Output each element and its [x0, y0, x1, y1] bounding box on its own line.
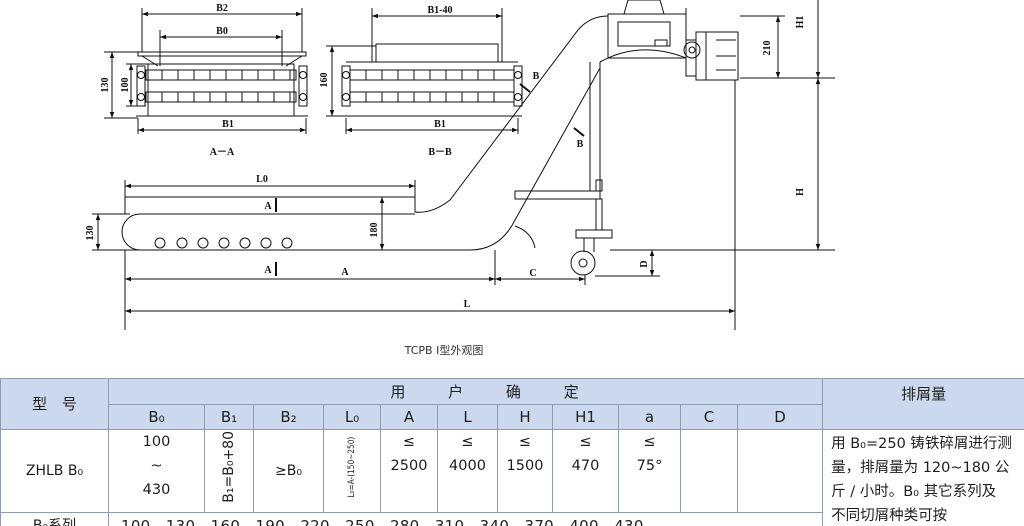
h1-limit-cell: ≤ 470: [552, 428, 619, 514]
section-bb-view: [326, 8, 523, 134]
aa-section-title: A－A: [210, 147, 235, 158]
capacity-note-cell: 用 B₀=250 铸铁碎屑进行测 量，排屑量为 120~180 公 斤 / 小时…: [822, 428, 1024, 526]
h-limit-cell: ≤ 1500: [497, 428, 553, 514]
col-header-h1: H1: [552, 404, 619, 430]
col-header-b1: B₁: [204, 404, 254, 430]
header-user-defined-text: 用 户 确 定: [390, 382, 579, 401]
b0-min: 100: [142, 434, 171, 450]
l-limit-value: 4000: [449, 458, 486, 474]
cut-b-lower-label: B: [577, 139, 584, 150]
bb-section-title: B－B: [428, 147, 452, 158]
series-label: B₀系列: [0, 512, 109, 526]
h1-limit-value: 470: [571, 458, 600, 474]
b1-formula: B₁=B₀+80: [221, 431, 237, 503]
capacity-note-line: 不同切屑种类可按: [831, 508, 948, 524]
header-capacity: 排屑量: [822, 378, 1024, 430]
b0-range-cell: 100 ~ 430: [108, 428, 205, 514]
b0-max: 430: [142, 482, 171, 498]
a-limit-sign: ≤: [402, 434, 416, 450]
capacity-note-line: 斤 / 小时。B₀ 其它系列及: [831, 484, 997, 500]
angle-limit-value: 75°: [636, 458, 663, 474]
h1-dim-label: H1: [795, 16, 806, 29]
c-value-cell: [680, 428, 738, 514]
col-header-b0: B₀: [108, 404, 205, 430]
h1-limit-sign: ≤: [579, 434, 592, 450]
drawing-caption: TCPB Ⅰ型外观图: [404, 343, 484, 357]
l-dim-label: L: [464, 299, 471, 310]
bb-b1-label: B1: [434, 119, 446, 130]
header-model-text: 型 号: [32, 395, 77, 413]
h-dim-label: H: [795, 188, 806, 196]
b1-formula-cell: B₁=B₀+80: [204, 428, 254, 514]
l0-formula: L₀=A-(150~250): [346, 436, 357, 498]
col-header-a: A: [380, 404, 438, 430]
l-limit-sign: ≤: [461, 434, 474, 450]
a-dim-label: A: [341, 267, 349, 278]
d-value-cell: [736, 428, 824, 514]
bb-160-label: 160: [319, 73, 330, 88]
aa-130-label: 130: [100, 78, 111, 93]
capacity-note-line: 量，排屑量为 120~180 公: [831, 460, 1010, 476]
b0-tilde: ~: [150, 458, 163, 474]
aa-100-label: 100: [120, 78, 131, 93]
capacity-note-line: 用 B₀=250 铸铁碎屑进行测: [831, 436, 1012, 452]
col-header-b2: B₂: [253, 404, 324, 430]
col-header-l: L: [437, 404, 498, 430]
col-header-d: D: [736, 404, 824, 430]
c-dim-label: C: [529, 268, 536, 279]
angle-limit-cell: ≤ 75°: [618, 428, 681, 514]
l0-label: L0: [256, 174, 268, 185]
d-dim-label: D: [639, 260, 650, 267]
header-model: 型 号: [0, 378, 109, 430]
conveyor-drawing: B2 B0 130 100 B1 A－A B1-40 160 B1 B－B: [85, 0, 835, 357]
a-limit-cell: ≤ 2500: [380, 428, 438, 514]
section-aa-view: [104, 8, 308, 134]
col-header-h: H: [497, 404, 553, 430]
spec-table-container: 型 号 用 户 确 定 排屑量 B₀ B₁ B₂ L₀ A L H H1 a C…: [0, 378, 1024, 526]
aa-b2-label: B2: [216, 3, 228, 14]
h-limit-value: 1500: [506, 458, 544, 474]
col-header-angle: a: [618, 404, 681, 430]
spec-table: 型 号 用 户 确 定 排屑量 B₀ B₁ B₂ L₀ A L H H1 a C…: [0, 378, 1024, 526]
series-values: 100、130、160、190、220、250、280、310、340、370、…: [107, 512, 824, 526]
dim-210-label: 210: [762, 41, 773, 56]
bb-b1-40-label: B1-40: [428, 5, 453, 16]
cut-a-top-label: A: [264, 201, 272, 212]
cut-b-upper-label: B: [533, 71, 540, 82]
l-limit-cell: ≤ 4000: [437, 428, 498, 514]
l0-formula-cell: L₀=A-(150~250): [323, 428, 381, 514]
side-130-label: 130: [85, 226, 96, 241]
b2-cell: ≥B₀: [253, 428, 324, 514]
h-limit-sign: ≤: [518, 434, 532, 450]
angle-limit-sign: ≤: [643, 434, 656, 450]
aa-b1-label: B1: [222, 119, 234, 130]
col-header-c: C: [680, 404, 738, 430]
a-limit-value: 2500: [390, 458, 428, 474]
header-user-defined: 用 户 确 定: [107, 378, 824, 405]
conveyor-side-view: [92, 0, 835, 330]
cut-a-bottom-label: A: [264, 265, 272, 276]
model-cell: ZHLB B₀: [0, 428, 109, 514]
aa-b0-label: B0: [216, 26, 228, 37]
side-180-label: 180: [369, 223, 380, 238]
col-header-l0: L₀: [323, 404, 381, 430]
